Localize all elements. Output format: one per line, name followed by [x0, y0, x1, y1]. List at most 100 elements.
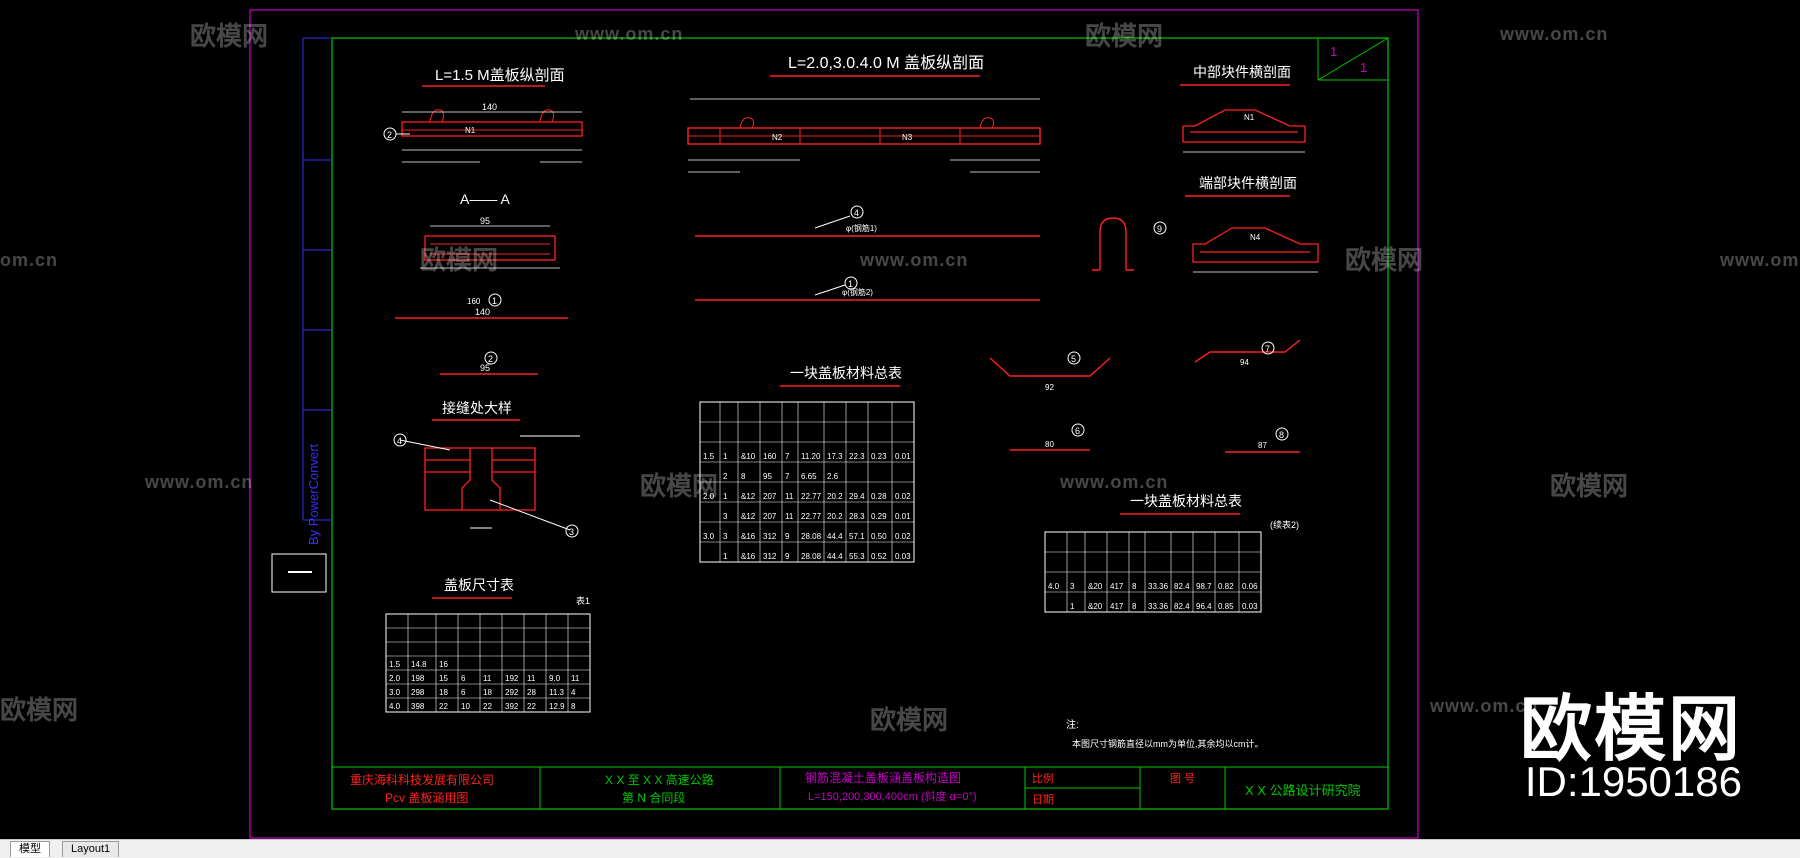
mat-table-1-cell: 28.3 [849, 512, 865, 521]
long-label-n2: N2 [772, 133, 783, 142]
size-table-cell: 298 [411, 688, 425, 697]
rebar-5-dim: 92 [1045, 383, 1054, 392]
mat-table-1-cell: &12 [741, 492, 756, 501]
mat-table-2-cell: 82.4 [1174, 582, 1190, 591]
mat-table-2-cell: 0.85 [1218, 602, 1234, 611]
size-table-cell: 198 [411, 674, 425, 683]
mat-table-1-cell: 1.5 [703, 452, 715, 461]
size-table-frame [385, 613, 591, 713]
aa-slab [424, 235, 556, 261]
stirrup-9-drawing [1092, 217, 1134, 271]
svg-text:4: 4 [397, 436, 402, 446]
mat-table-1-cell: 95 [763, 472, 772, 481]
mat-table-1-cell: 44.4 [827, 552, 843, 561]
size-table-cell: 11 [527, 674, 536, 683]
mat-table-1-cell: 11 [785, 492, 794, 501]
svg-text:5: 5 [1071, 354, 1076, 364]
mat-table-1-cell: 312 [763, 552, 777, 561]
mid-label-n1: N1 [1244, 113, 1255, 122]
size-table-cell: 15 [439, 674, 448, 683]
note-body: 本图尺寸钢筋直径以mm为单位,其余均以cm计。 [1072, 738, 1264, 749]
mat-table-2-cell: 417 [1110, 582, 1124, 591]
size-table-cell: 4.0 [389, 702, 401, 711]
mat-table-2-cell: 0.06 [1242, 582, 1258, 591]
mat-table-2-cell: 0.03 [1242, 602, 1258, 611]
watermark-id: ID:1950186 [1524, 758, 1742, 805]
tb-date-label: 日期 [1032, 793, 1054, 806]
svg-text:3: 3 [569, 527, 574, 537]
mat-table-1-cell: 17.3 [827, 452, 843, 461]
svg-text:1: 1 [848, 279, 853, 289]
mat-table-1-cell: &16 [741, 532, 756, 541]
title-l15-section: L=1.5 M盖板纵剖面 [435, 66, 565, 84]
mat-table-1-cell: 22.77 [801, 492, 822, 501]
size-table-tag: 表1 [576, 595, 590, 606]
size-table-cell: 28 [527, 688, 536, 697]
size-table-cell: 22 [483, 702, 492, 711]
mat-table-1-cell: 55.3 [849, 552, 865, 561]
mat-table-1-cell: 28.08 [801, 552, 822, 561]
mat-table-2-cell: 3 [1070, 582, 1075, 591]
rebar-1-len: 160 [467, 297, 481, 306]
tb-section: 第 N 合同段 [622, 790, 685, 805]
title-mid-section: 中部块件横剖面 [1193, 64, 1291, 80]
mat-table-2-cell: &20 [1088, 602, 1103, 611]
mat-table-2-cell: 8 [1132, 582, 1137, 591]
size-table-cell: 18 [483, 688, 492, 697]
mat-table-2-cell: 417 [1110, 602, 1124, 611]
mat-table-1-cell: 207 [763, 492, 777, 501]
long-label-n3: N3 [902, 133, 913, 142]
mat-table-1-cell: 28.08 [801, 532, 822, 541]
size-table-cell: 392 [505, 702, 519, 711]
mat-table-1-cell: 2.0 [703, 492, 715, 501]
mat-table-1-cell: 8 [741, 472, 746, 481]
mat-table-1-cell: 207 [763, 512, 777, 521]
end-label-n4: N4 [1250, 233, 1261, 242]
mat-table-1-cell: &16 [741, 552, 756, 561]
tab-model[interactable]: 模型 [10, 841, 50, 857]
size-table-cell: 22 [439, 702, 448, 711]
aa-dim: 95 [480, 216, 490, 226]
mat-table-2-cell: 98.7 [1196, 582, 1212, 591]
size-table-cell: 6 [461, 674, 466, 683]
tb-project: X X 至 X X 高速公路 [605, 772, 714, 787]
tb-spans: L=150,200,300,400cm (斜度 α=0°) [808, 789, 977, 803]
mat-table-1-cell: 0.29 [871, 512, 887, 521]
mat-table-1-cell: &10 [741, 452, 756, 461]
mat-table-2-cell: 4.0 [1048, 582, 1060, 591]
svg-text:8: 8 [1279, 430, 1284, 440]
size-table-cell: 22 [527, 702, 536, 711]
size-table-cell: 11 [571, 674, 580, 683]
mat-table-2-cell: 96.4 [1196, 602, 1212, 611]
mat-table-1-cell: 0.02 [895, 492, 911, 501]
mat-table-1-cell: 11 [785, 512, 794, 521]
mat-table-1-cell: 3 [723, 532, 728, 541]
tb-company: 重庆海科科技发展有限公司 [350, 772, 494, 787]
mat-table-2-cell: 1 [1070, 602, 1075, 611]
tab-layout1[interactable]: Layout1 [62, 841, 120, 857]
title-material-table-2: 一块盖板材料总表 [1130, 493, 1242, 509]
mat-table-1-cell: 312 [763, 532, 777, 541]
svg-text:1: 1 [492, 296, 497, 306]
mat-table-1-cell: 44.4 [827, 532, 843, 541]
title-material-table-1: 一块盖板材料总表 [790, 365, 902, 381]
svg-text:2: 2 [387, 130, 392, 140]
mat-table-1-cell: 0.50 [871, 532, 887, 541]
end-section-drawing [1192, 227, 1319, 263]
rebar-1b-label: φ(钢筋2) [842, 287, 873, 297]
watermark-brand-logo: 欧模网 [1519, 690, 1742, 770]
size-table-cell: 9.0 [549, 674, 561, 683]
svg-text:7: 7 [1265, 344, 1270, 354]
size-table-cell: 2.0 [389, 674, 401, 683]
size-table-cell: 11 [483, 674, 492, 683]
mat-table-1-cell: 7 [785, 472, 790, 481]
mat-table-1-cell: 0.28 [871, 492, 887, 501]
mat-table-1-cell: 0.23 [871, 452, 887, 461]
mat-table-1-cell: 57.1 [849, 532, 865, 541]
rebar-7-shape [1194, 339, 1301, 363]
mat-table-1-cell: 2 [723, 472, 728, 481]
